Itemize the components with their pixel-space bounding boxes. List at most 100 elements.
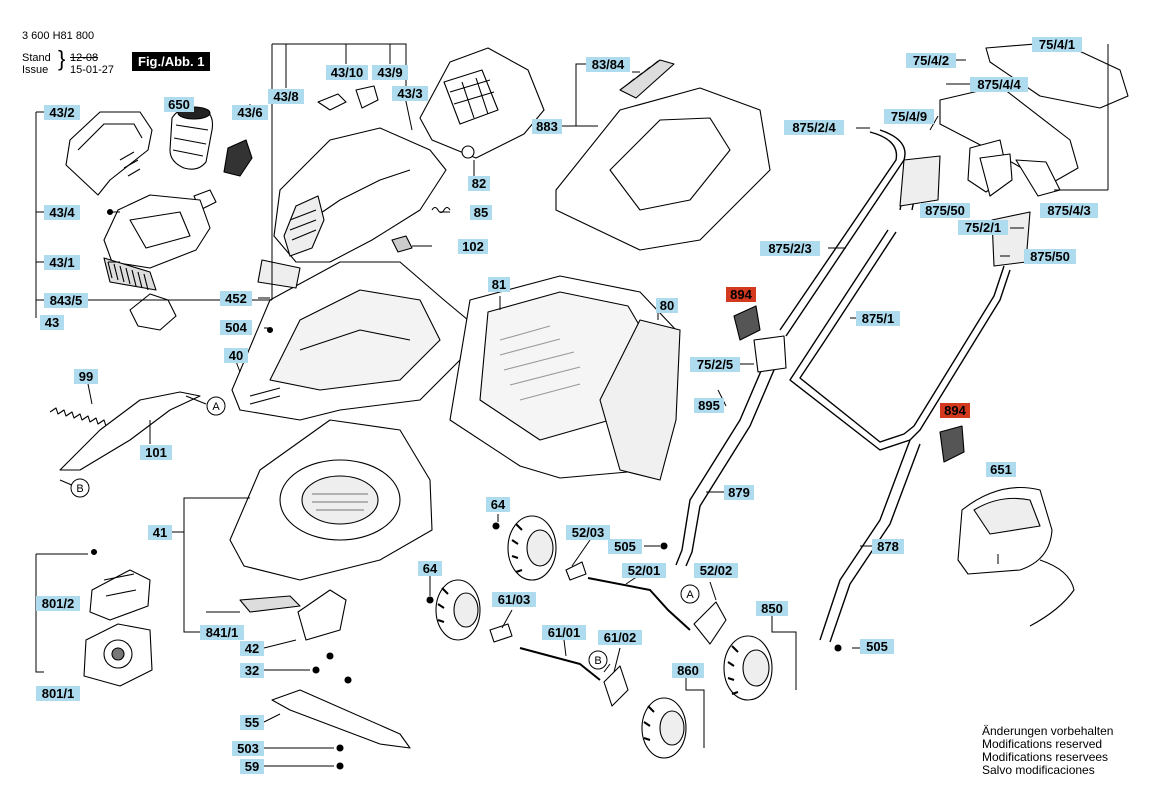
callout-452: 452 <box>220 291 252 306</box>
callout-850: 850 <box>756 601 788 616</box>
svg-text:875/2/4: 875/2/4 <box>792 120 836 135</box>
svg-text:43/6: 43/6 <box>237 105 262 120</box>
callout-43: 43 <box>40 315 64 330</box>
callout-504: 504 <box>220 320 252 335</box>
svg-text:61/03: 61/03 <box>498 592 531 607</box>
callout-40: 40 <box>224 348 248 363</box>
upper-housing-drawing <box>273 85 447 263</box>
chassis-drawing <box>231 259 469 421</box>
svg-text:883: 883 <box>536 119 558 134</box>
wheel-drawing-3 <box>723 635 773 701</box>
svg-text:843/5: 843/5 <box>50 293 83 308</box>
svg-text:801/1: 801/1 <box>42 686 75 701</box>
callout-43-9: 43/9 <box>372 65 408 80</box>
motor-top-drawing <box>89 569 151 621</box>
handle-top-assembly-drawing <box>939 41 1129 197</box>
svg-text:A: A <box>212 401 220 413</box>
handle-knob-drawing <box>979 153 1013 197</box>
callout-651: 651 <box>986 462 1016 477</box>
callout-860: 860 <box>672 663 704 678</box>
ref-marker-b-1: B <box>70 478 90 498</box>
callout-75-4-9: 75/4/9 <box>884 109 934 124</box>
axle-drawing-2 <box>519 647 601 681</box>
lever-drawing-101 <box>59 391 201 471</box>
svg-text:43/8: 43/8 <box>273 89 298 104</box>
lever-drawing-1 <box>693 601 727 645</box>
svg-text:43/2: 43/2 <box>49 105 74 120</box>
svg-text:41: 41 <box>153 525 167 540</box>
callout-75-4-2: 75/4/2 <box>906 53 956 68</box>
callout-85: 85 <box>470 205 492 220</box>
svg-text:64: 64 <box>423 561 438 576</box>
svg-text:504: 504 <box>225 320 247 335</box>
handle-clamp-drawing <box>899 155 941 207</box>
grass-flap-drawing <box>419 47 545 159</box>
battery-cover-drawing <box>65 111 153 196</box>
callout-43-8: 43/8 <box>268 89 304 104</box>
blade-drawing <box>271 689 411 749</box>
svg-text:102: 102 <box>462 239 484 254</box>
issue-label: Issue <box>22 64 49 76</box>
wheel-drawing-2 <box>435 579 481 641</box>
svg-text:895: 895 <box>698 398 720 413</box>
baffle-drawing <box>239 595 301 613</box>
callout-75-2-1: 75/2/1 <box>958 220 1008 235</box>
lever-drawing-2 <box>603 665 629 707</box>
svg-text:80: 80 <box>660 298 674 313</box>
svg-text:860: 860 <box>677 663 699 678</box>
callout-81: 81 <box>488 277 510 292</box>
svg-text:82: 82 <box>472 176 486 191</box>
svg-text:875/4/4: 875/4/4 <box>977 77 1021 92</box>
bushing-drawing-2 <box>489 623 513 643</box>
svg-text:64: 64 <box>491 497 506 512</box>
svg-text:43: 43 <box>45 315 59 330</box>
knob-drawing-2 <box>939 425 965 463</box>
svg-text:81: 81 <box>492 277 506 292</box>
issue-value: 15-01-27 <box>70 64 115 76</box>
callout-52-03: 52/03 <box>566 525 610 540</box>
callout-75-4-1: 75/4/1 <box>1032 37 1082 52</box>
charger-drawing <box>957 487 1075 627</box>
svg-text:43/10: 43/10 <box>331 65 364 80</box>
ref-marker-a-1: A <box>206 396 226 416</box>
callout-55: 55 <box>240 715 264 730</box>
svg-text:875/1: 875/1 <box>862 311 895 326</box>
bushing-drawing-1 <box>565 561 587 581</box>
housing-drawing <box>103 194 211 291</box>
deck-drawing <box>229 419 433 581</box>
reference-markers: A B A B <box>70 396 700 670</box>
callout-99: 99 <box>74 369 98 384</box>
svg-text:875/50: 875/50 <box>925 203 965 218</box>
callout-894b: 894 <box>940 403 970 418</box>
bracket-drawing <box>753 335 787 373</box>
callout-875-2-3: 875/2/3 <box>760 241 820 256</box>
callout-32: 32 <box>240 663 264 678</box>
callout-43-4: 43/4 <box>44 205 80 220</box>
flap-insert-drawing <box>297 589 347 641</box>
svg-text:61/02: 61/02 <box>604 630 637 645</box>
callout-52-01: 52/01 <box>622 563 666 578</box>
svg-text:55: 55 <box>245 715 259 730</box>
svg-text:52/03: 52/03 <box>572 525 605 540</box>
callout-43-1: 43/1 <box>44 255 80 270</box>
callout-101: 101 <box>140 445 172 460</box>
svg-text:43/3: 43/3 <box>397 86 422 101</box>
svg-text:B: B <box>76 483 83 495</box>
svg-text:879: 879 <box>728 485 750 500</box>
motor-base-drawing <box>83 623 153 687</box>
svg-text:875/4/3: 875/4/3 <box>1047 203 1090 218</box>
callout-801-1: 801/1 <box>36 686 80 701</box>
svg-text:503: 503 <box>237 741 259 756</box>
callout-labels: 43/2 650 43/6 43/8 43/10 43/9 43/3 43/4 … <box>36 37 1098 774</box>
callout-83-84: 83/84 <box>586 57 630 72</box>
ref-marker-a-2: A <box>680 584 700 604</box>
wheel-drawing-1 <box>507 515 557 581</box>
wheel-drawing-4 <box>641 697 687 759</box>
small-part-drawing <box>391 235 413 253</box>
callout-841-1: 841/1 <box>200 625 244 640</box>
handle-cover-drawing <box>555 59 771 251</box>
callout-52-02: 52/02 <box>694 563 738 578</box>
callout-505b: 505 <box>860 639 894 654</box>
figure-label: Fig./Abb. 1 <box>132 52 211 71</box>
callout-59: 59 <box>240 759 264 774</box>
